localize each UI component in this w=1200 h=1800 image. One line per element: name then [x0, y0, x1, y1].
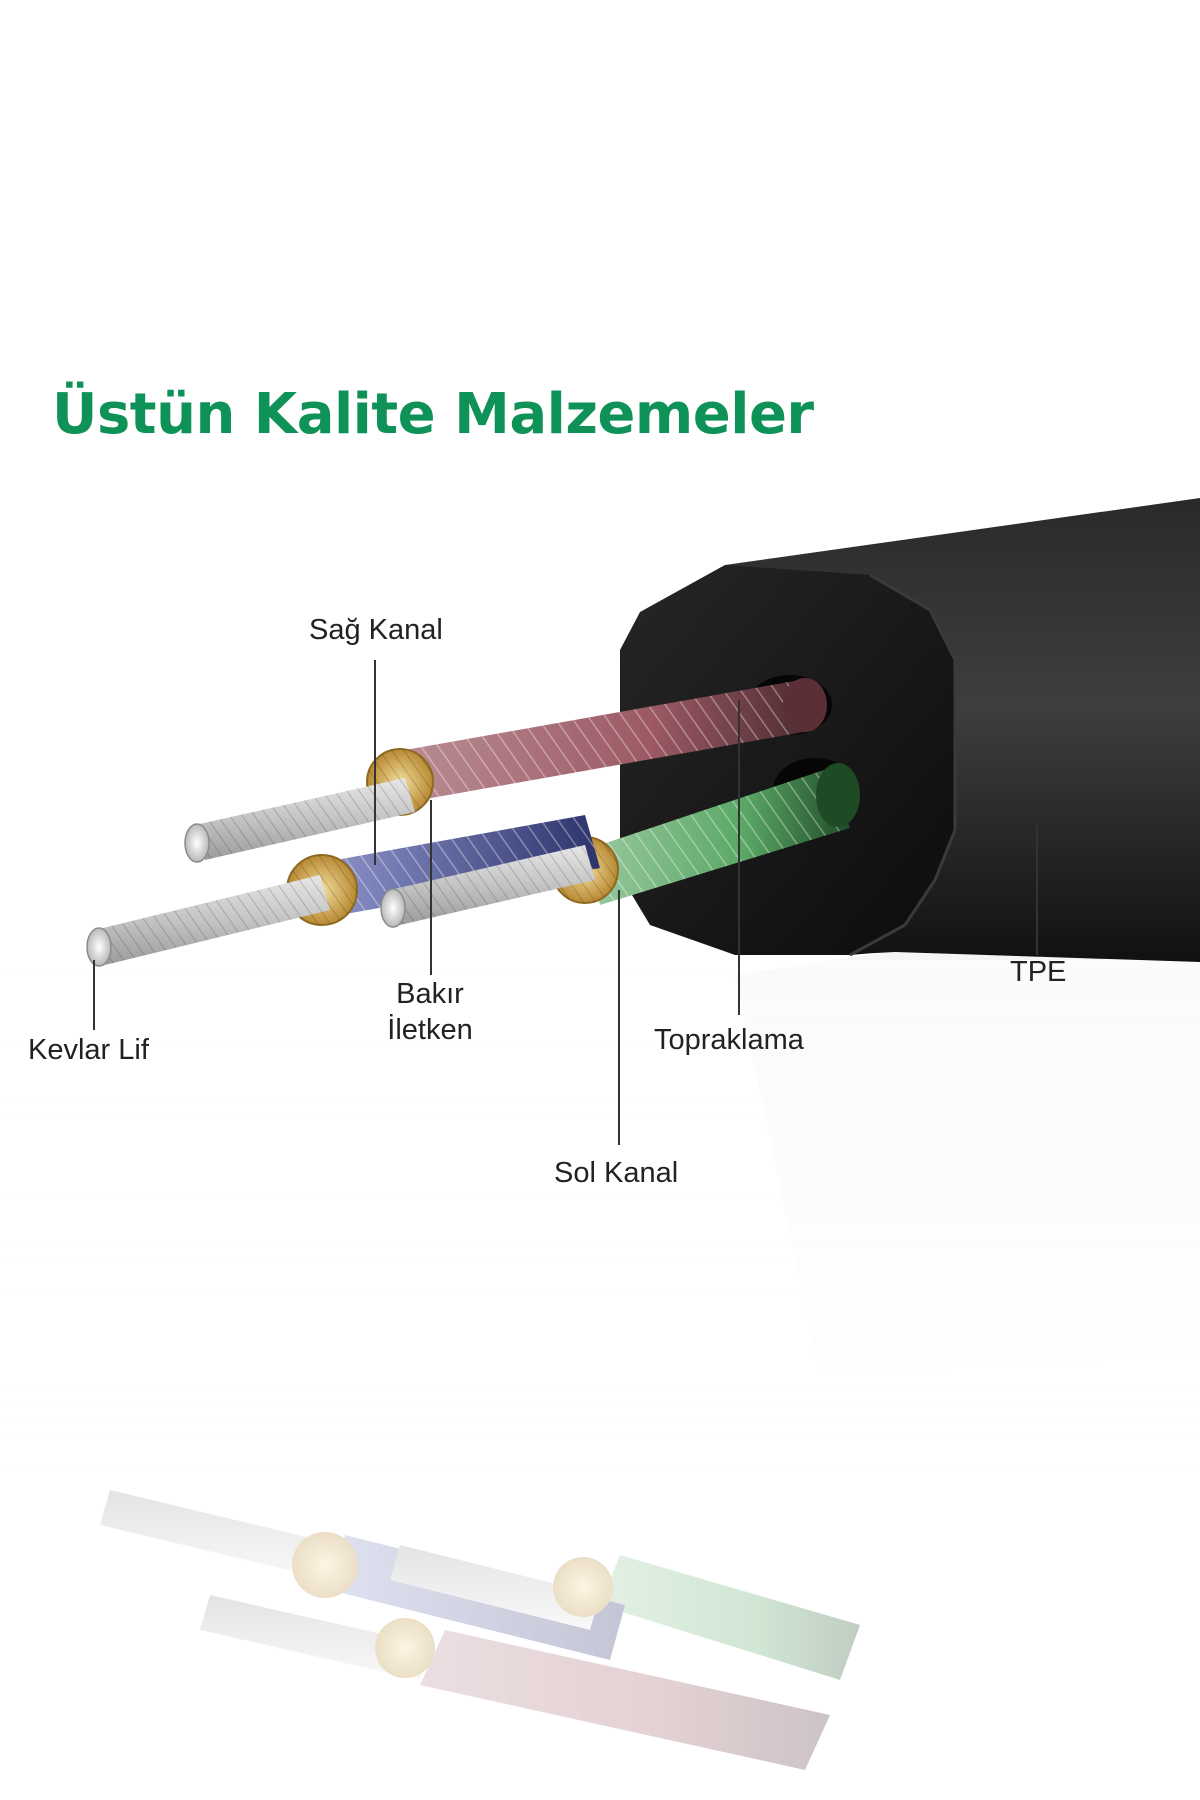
leader-copper	[430, 800, 432, 975]
kevlar-fiber-strands	[86, 778, 595, 967]
leader-right-channel	[374, 660, 376, 865]
page-title: Üstün Kalite Malzemeler	[52, 382, 814, 447]
jacket-end-face	[620, 565, 955, 955]
label-copper-conductor: Bakır İletken	[380, 976, 480, 1048]
leader-grounding	[738, 700, 740, 1015]
label-copper-line2: İletken	[387, 1014, 473, 1046]
leader-kevlar	[93, 960, 95, 1030]
label-left-channel: Sol Kanal	[554, 1157, 679, 1189]
label-kevlar: Kevlar Lif	[28, 1034, 149, 1066]
label-copper-line1: Bakır	[396, 978, 464, 1010]
leader-tpe	[1036, 825, 1038, 955]
label-grounding: Topraklama	[654, 1024, 804, 1056]
label-tpe: TPE	[1010, 956, 1067, 988]
leader-left-channel	[618, 890, 620, 1145]
cable-reflection	[0, 905, 1200, 1770]
label-right-channel: Sağ Kanal	[309, 614, 443, 646]
